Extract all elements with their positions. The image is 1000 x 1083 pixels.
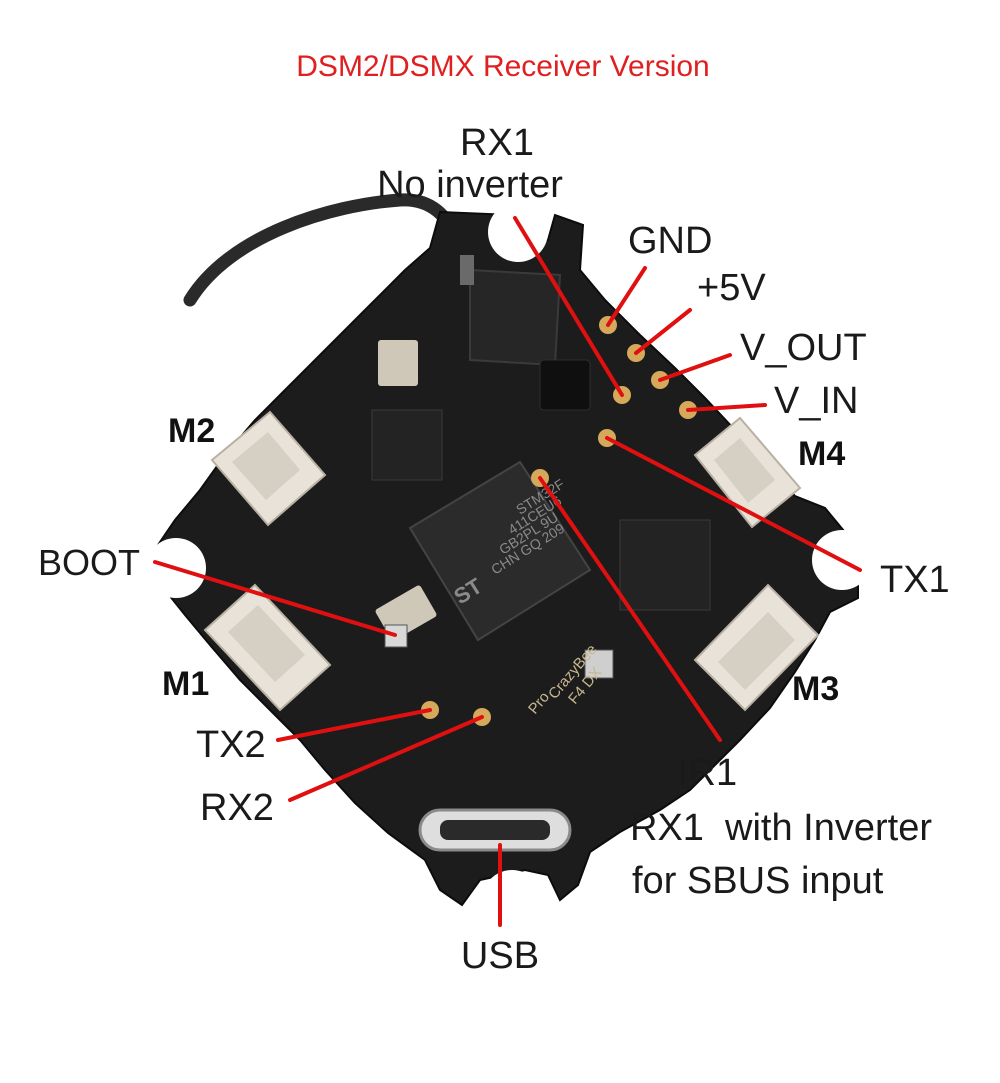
motor-connector-m3 — [693, 583, 820, 712]
leader-tx1 — [605, 436, 862, 572]
label-rx1-line1: RX1 — [460, 122, 534, 164]
label-rx1-line2: No inverter — [377, 164, 563, 206]
label-vin: V_IN — [774, 380, 858, 422]
label-rx2: RX2 — [200, 787, 274, 829]
motor-connector-m1 — [203, 583, 332, 712]
aux-button — [584, 649, 614, 679]
label-ir1-line3: for SBUS input — [632, 860, 884, 902]
motor-connector-m2 — [210, 410, 327, 527]
diagram-title: DSM2/DSMX Receiver Version — [296, 50, 709, 83]
label-ir1-line1: IR1 — [678, 752, 737, 794]
label-boot: BOOT — [38, 542, 140, 583]
label-m3: M3 — [792, 670, 839, 708]
leader-ir1 — [538, 476, 722, 742]
label-5v: +5V — [697, 267, 766, 309]
label-gnd: GND — [628, 220, 712, 262]
leader-vin — [686, 403, 767, 412]
label-m2: M2 — [168, 412, 215, 450]
label-vout: V_OUT — [740, 327, 867, 369]
usb-port — [418, 808, 572, 852]
leader-rx2 — [288, 715, 484, 802]
esc-chip — [619, 519, 711, 611]
crystal-top — [378, 340, 418, 386]
inductor — [539, 359, 591, 411]
leader-lines — [153, 216, 862, 927]
label-m1: M1 — [162, 665, 209, 703]
gyro-chip — [371, 409, 443, 481]
leader-rx1 — [513, 216, 624, 397]
mount-hole-top — [488, 202, 548, 262]
label-usb: USB — [461, 935, 539, 977]
label-tx1: TX1 — [880, 559, 950, 601]
leader-vout — [658, 353, 732, 382]
label-tx2: TX2 — [196, 724, 266, 766]
leader-gnd — [606, 266, 647, 327]
mount-hole-bottom — [482, 870, 542, 930]
mcu-chip: STM32F 411CEU6 GB2PL 9U CHN GQ 209 ST — [408, 460, 592, 642]
leader-boot — [153, 560, 397, 637]
leader-5v — [634, 308, 692, 355]
leader-tx2 — [276, 708, 432, 742]
label-ir1-line2: RX1 with Inverter — [630, 807, 932, 849]
label-m4: M4 — [798, 435, 845, 473]
